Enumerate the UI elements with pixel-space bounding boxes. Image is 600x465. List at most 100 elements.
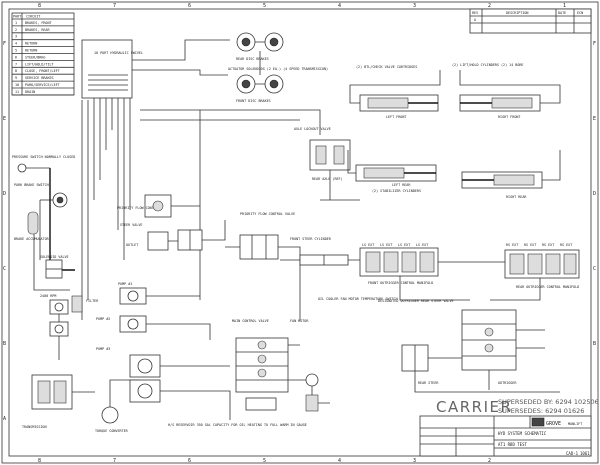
- title-block: CARRIER SUPERSEDED BY: 6294 102506 SUPER…: [419, 398, 599, 457]
- row-mark: B: [3, 341, 6, 347]
- front-steer-label: FRONT STEER CYLINDER: [290, 237, 332, 241]
- col-mark: 2: [488, 3, 491, 9]
- legend-part: 2: [15, 28, 17, 32]
- legend-part: 5: [15, 49, 17, 53]
- front-disc-label: FRONT DISC BRAKES: [236, 99, 271, 103]
- front-outrigger-manifold: FRONT OUTRIGGER CONTROL MANIFOLD: [359, 247, 439, 285]
- rear-outrigger-label: REAR OUTRIGGER CONTROL MANIFOLD: [516, 285, 579, 289]
- outrigger-tag: LS EXT: [416, 243, 428, 247]
- legend-circuit: SERVICE BRAKES: [25, 76, 54, 80]
- col-mark: 1: [563, 3, 566, 9]
- axle-lockout-label: AXLE LOCKOUT VALVE: [294, 127, 331, 131]
- rev-header: DESCRIPTION: [506, 11, 528, 15]
- left-rear-label: LEFT REAR: [392, 183, 411, 187]
- row-mark: B: [593, 341, 596, 347]
- priority-valve-label: PRIORITY FLOW CONTROL: [117, 206, 160, 210]
- park-brake-switch: PARK BRAKE SWITCH: [14, 183, 68, 208]
- legend-circuit: RETURN: [25, 42, 37, 46]
- swivel-label: 10 PORT HYDRAULIC SWIVEL: [94, 51, 143, 55]
- legend-part: 3: [15, 35, 17, 39]
- legend-part: 1: [15, 21, 17, 25]
- cylinder-right-rear: RIGHT REAR: [461, 171, 543, 199]
- sheet-number: 1061: [580, 451, 590, 456]
- filter: FILTER: [71, 295, 99, 313]
- motor-label: FAN MOTOR: [290, 319, 309, 323]
- outrigger-tag: RS EXT: [542, 243, 554, 247]
- pump2-center-label: PUMP #2: [96, 317, 110, 321]
- rev-header: DATE: [558, 11, 566, 15]
- actuator-note: ACTUATOR SOLENOIDS (2 EA.) (4 SPEED TRAN…: [228, 67, 328, 71]
- legend-part: 11: [15, 90, 19, 94]
- column-marks-bottom: 8 7 6 5 4 3 2: [38, 458, 491, 464]
- main-control-valve: MAIN CONTROL VALVE: [232, 319, 289, 411]
- col-mark: 5: [263, 3, 266, 9]
- brand-sub: MANLIFT: [568, 422, 582, 426]
- drain-valve-label: SOLENOID VALVE: [40, 255, 69, 259]
- col-mark: 6: [188, 458, 191, 464]
- steer-valve: STEER VALVE: [120, 223, 203, 251]
- designated-outrigger-label: DESIGNATED OUTRIGGER REAR STEER VALVE: [378, 299, 454, 303]
- left-front-label: LEFT FRONT: [386, 115, 406, 119]
- legend-circuit: CLOSE, FRONT/LEFT: [25, 69, 60, 73]
- superseded-by: SUPERSEDED BY: 6294 102506: [498, 398, 599, 406]
- outrigger-tags: LS EXT LS EXT LS EXT LS EXT RS EXT RS EX…: [362, 243, 572, 247]
- pump1-label: 2400 RPM: [40, 294, 56, 298]
- col-mark: 7: [113, 3, 116, 9]
- legend-circuit: RETURN: [25, 49, 37, 53]
- legend-part: 7: [15, 62, 17, 66]
- row-marks: F E D C B A F E D C B: [3, 41, 596, 422]
- legend-circuit: STEER/BRKG: [25, 55, 45, 59]
- legend-part: 6: [15, 55, 17, 59]
- col-mark: 4: [338, 3, 341, 9]
- col-mark: 7: [113, 458, 116, 464]
- row-mark: E: [3, 116, 6, 122]
- cylinder-right-front: RIGHT FRONT: [459, 94, 541, 119]
- brake-accum-label: BRAKE ACCUMULATOR: [14, 237, 50, 241]
- front-steer-cylinder: FRONT STEER CYLINDER: [290, 237, 349, 266]
- priority-flow-control: PRIORITY FLOW CONTROL: [117, 194, 172, 218]
- rear-disc-label: REAR DISC BRAKES: [236, 57, 269, 61]
- park-brake-label: PARK BRAKE SWITCH: [14, 183, 49, 187]
- column-marks-top: 8 7 6 5 4 3 2 1: [38, 3, 566, 9]
- pressure-switch-label: PRESSURE SWITCH NORMALLY CLOSED: [12, 155, 75, 159]
- legend-header: PART: [13, 15, 21, 19]
- fan-motor: FAN MOTOR: [290, 319, 319, 412]
- legend-circuit: LIFT/HOLD/TILT: [25, 62, 54, 66]
- row-mark: D: [593, 191, 596, 197]
- right-front-label: RIGHT FRONT: [498, 115, 520, 119]
- cylinder-left-rear: LEFT REAR: [355, 164, 437, 187]
- valve-block-label: MAIN CONTROL VALVE: [232, 319, 269, 323]
- legend-circuit: BRAKES, FRONT: [25, 21, 52, 25]
- front-outrigger-label: FRONT OUTRIGGER CONTROL MANIFOLD: [368, 281, 433, 285]
- transmission: TRANSMISSION: [22, 374, 73, 429]
- outrigger-tag: LS EXT: [380, 243, 392, 247]
- col-mark: 2: [488, 458, 491, 464]
- pump-2: [49, 321, 69, 337]
- outrigger-tag: LS EXT: [362, 243, 374, 247]
- rear-steer-label: REAR STEER: [418, 381, 439, 385]
- row-mark: E: [593, 116, 596, 122]
- row-mark: A: [3, 416, 6, 422]
- legend-part: 9: [15, 76, 17, 80]
- col-mark: 6: [188, 3, 191, 9]
- row-mark: C: [593, 266, 596, 272]
- drawing-subtitle: AT1 RBD TEST: [498, 442, 527, 447]
- front-disc-brakes: FRONT DISC BRAKES: [236, 74, 284, 103]
- legend-header: CIRCUIT: [26, 15, 40, 19]
- row-mark: F: [3, 41, 6, 47]
- rear-steer-valve: DESIGNATED OUTRIGGER REAR STEER VALVE RE…: [378, 299, 517, 385]
- pump-1: 2400 RPM: [40, 294, 69, 315]
- brake-valve: OUTLET: [126, 231, 169, 251]
- rev-row: A: [474, 18, 476, 22]
- outrigger-tag: RS EXT: [524, 243, 536, 247]
- outrigger-tag: RS EXT: [560, 243, 572, 247]
- col-mark: 4: [338, 458, 341, 464]
- pump-stack: PUMP #1 PUMP #2 PUMP #3: [96, 282, 161, 403]
- flow-control-valve: PRIORITY FLOW CONTROL VALVE: [239, 212, 295, 260]
- drawing-title: HYD SYSTEM SCHEMATIC: [498, 431, 547, 436]
- lift-cylinders-label: (2) LIFT/HOLD CYLINDERS (2) 14 BORE: [452, 63, 523, 67]
- legend-part: 8: [15, 69, 17, 73]
